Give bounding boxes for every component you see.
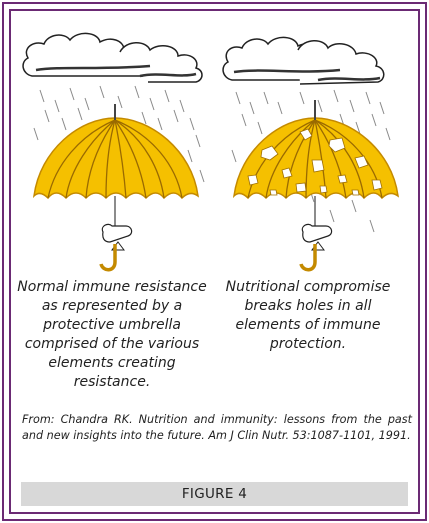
citation-text: From: Chandra RK. Nutrition and immunity…	[22, 412, 412, 443]
hand-icon	[102, 224, 131, 250]
cloud-icon	[223, 37, 384, 84]
normal-umbrella-illustration	[23, 33, 204, 269]
caption-nutritional-compromise: Nutritional compromise breaks holes in a…	[210, 278, 406, 354]
cloud-icon	[23, 33, 202, 82]
damaged-umbrella-illustration	[223, 37, 398, 269]
figure-label: FIGURE 4	[21, 482, 408, 506]
hand-icon	[302, 224, 331, 250]
caption-normal-immune-resistance: Normal immune resistance as represented …	[14, 278, 210, 392]
